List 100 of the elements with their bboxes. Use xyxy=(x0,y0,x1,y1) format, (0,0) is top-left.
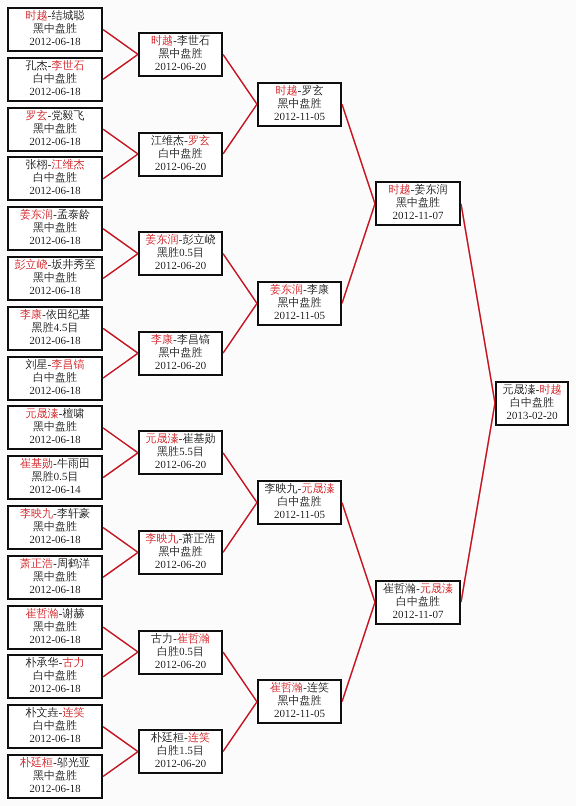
players-label: 姜东润-李康 xyxy=(270,284,329,297)
result-label: 白中盘胜 xyxy=(278,496,322,510)
result-label: 白中盘胜 xyxy=(33,72,77,86)
players-label: 李映九-李轩豪 xyxy=(20,508,90,521)
players-label: 张栩-江维杰 xyxy=(26,159,84,172)
bracket-line xyxy=(102,750,138,778)
result-label: 白中盘胜 xyxy=(33,172,77,186)
result-label: 白中盘胜 xyxy=(33,372,77,385)
match-box xyxy=(7,654,103,700)
players-label: 萧正浩-周鹤洋 xyxy=(20,558,90,571)
result-label: 黑中盘胜 xyxy=(33,122,77,136)
bracket-line xyxy=(460,204,496,404)
bracket-line xyxy=(102,651,138,678)
result-label: 黑胜0.5目 xyxy=(32,471,78,484)
result-label: 黑中盘胜 xyxy=(33,421,77,434)
match-box xyxy=(138,430,223,476)
result-label: 白中盘胜 xyxy=(33,670,77,684)
result-label: 黑中盘胜 xyxy=(158,546,202,559)
result-label: 白中盘胜 xyxy=(396,596,440,609)
date-label: 2012-06-18 xyxy=(29,136,81,149)
players-label: 朴文垚-连笑 xyxy=(26,707,84,720)
bracket-line xyxy=(102,28,138,56)
result-label: 黑中盘胜 xyxy=(33,521,77,534)
date-label: 2012-06-20 xyxy=(154,758,206,772)
date-label: 2012-06-20 xyxy=(154,160,206,174)
result-label: 黑中盘胜 xyxy=(33,570,77,584)
date-label: 2012-06-18 xyxy=(29,783,81,796)
result-label: 白中盘胜 xyxy=(158,148,202,160)
bracket-line xyxy=(102,526,138,554)
players-label: 时越-结城聪 xyxy=(26,10,84,23)
date-label: 2012-06-18 xyxy=(29,36,81,49)
bracket-line xyxy=(102,427,138,454)
match-box xyxy=(7,505,103,550)
date-label: 2012-06-18 xyxy=(29,434,81,448)
match-box xyxy=(7,405,103,450)
players-label: 李映九-元晟溱 xyxy=(264,483,334,496)
match-box xyxy=(7,604,103,650)
date-label: 2012-06-20 xyxy=(154,658,206,672)
players-label: 崔哲瀚-连笑 xyxy=(270,682,329,695)
date-label: 2012-06-20 xyxy=(154,558,206,572)
match-box xyxy=(138,630,223,674)
players-label: 朴廷桓-邬光亚 xyxy=(20,757,90,770)
players-label: 元晟溱-崔基勋 xyxy=(146,433,216,446)
match-box xyxy=(7,256,103,301)
players-label: 李康-李昌镐 xyxy=(151,334,210,347)
bracket-line xyxy=(102,228,138,254)
date-label: 2012-06-14 xyxy=(29,484,81,498)
bracket-line xyxy=(222,104,258,154)
match-box xyxy=(7,554,103,600)
result-label: 黑中盘胜 xyxy=(278,296,322,310)
result-label: 黑中盘胜 xyxy=(33,272,77,285)
players-label: 崔哲瀚-元晟溱 xyxy=(383,582,453,596)
players-label: 古力-崔哲瀚 xyxy=(151,632,210,646)
match-box xyxy=(7,7,103,52)
result-label: 白胜0.5目 xyxy=(157,646,204,658)
players-label: 李康-依田纪基 xyxy=(20,308,90,322)
bracket-line xyxy=(341,502,376,602)
date-label: 2012-11-05 xyxy=(274,110,325,124)
result-label: 黑中盘胜 xyxy=(158,48,202,61)
date-label: 2012-06-20 xyxy=(154,459,206,472)
bracket-line xyxy=(222,302,258,354)
date-label: 2013-02-20 xyxy=(506,410,558,422)
date-label: 2012-06-18 xyxy=(29,683,81,696)
players-label: 时越-李世石 xyxy=(151,34,210,48)
match-box xyxy=(138,729,223,774)
date-label: 2012-11-05 xyxy=(274,509,325,522)
match-box xyxy=(138,530,223,575)
players-label: 朴廷桓-连笑 xyxy=(151,732,210,745)
date-label: 2012-06-18 xyxy=(29,733,81,746)
bracket-line xyxy=(102,252,138,280)
bracket-line xyxy=(102,352,138,379)
match-box xyxy=(257,82,342,127)
bracket-line xyxy=(341,204,376,304)
players-label: 元晟溱-檀啸 xyxy=(26,408,84,421)
match-box xyxy=(257,480,342,526)
bracket-line xyxy=(222,701,258,752)
bracket-line xyxy=(102,452,138,478)
result-label: 黑中盘胜 xyxy=(278,98,322,111)
players-label: 姜东润-彭立峣 xyxy=(146,234,216,247)
result-label: 黑中盘胜 xyxy=(33,770,77,783)
match-box xyxy=(495,380,569,426)
players-label: 朴承华-古力 xyxy=(26,657,84,670)
match-box xyxy=(7,306,103,351)
bracket-line xyxy=(222,253,258,304)
date-label: 2012-06-20 xyxy=(154,260,206,274)
date-label: 2012-06-18 xyxy=(29,86,81,99)
result-label: 黑中盘胜 xyxy=(33,222,77,236)
bracket-line xyxy=(102,153,138,180)
date-label: 2012-06-18 xyxy=(29,634,81,647)
bracket-line xyxy=(222,452,258,504)
result-label: 黑中盘胜 xyxy=(33,620,77,634)
match-box xyxy=(7,56,103,102)
result-label: 黑中盘胜 xyxy=(33,23,77,36)
bracket-line xyxy=(102,552,138,578)
result-label: 黑胜0.5目 xyxy=(157,247,204,260)
bracket-line xyxy=(102,626,138,653)
date-label: 2012-06-18 xyxy=(29,334,81,348)
result-label: 白中盘胜 xyxy=(510,396,554,410)
players-label: 刘星-李昌镐 xyxy=(26,358,84,372)
date-label: 2012-11-07 xyxy=(392,608,444,622)
